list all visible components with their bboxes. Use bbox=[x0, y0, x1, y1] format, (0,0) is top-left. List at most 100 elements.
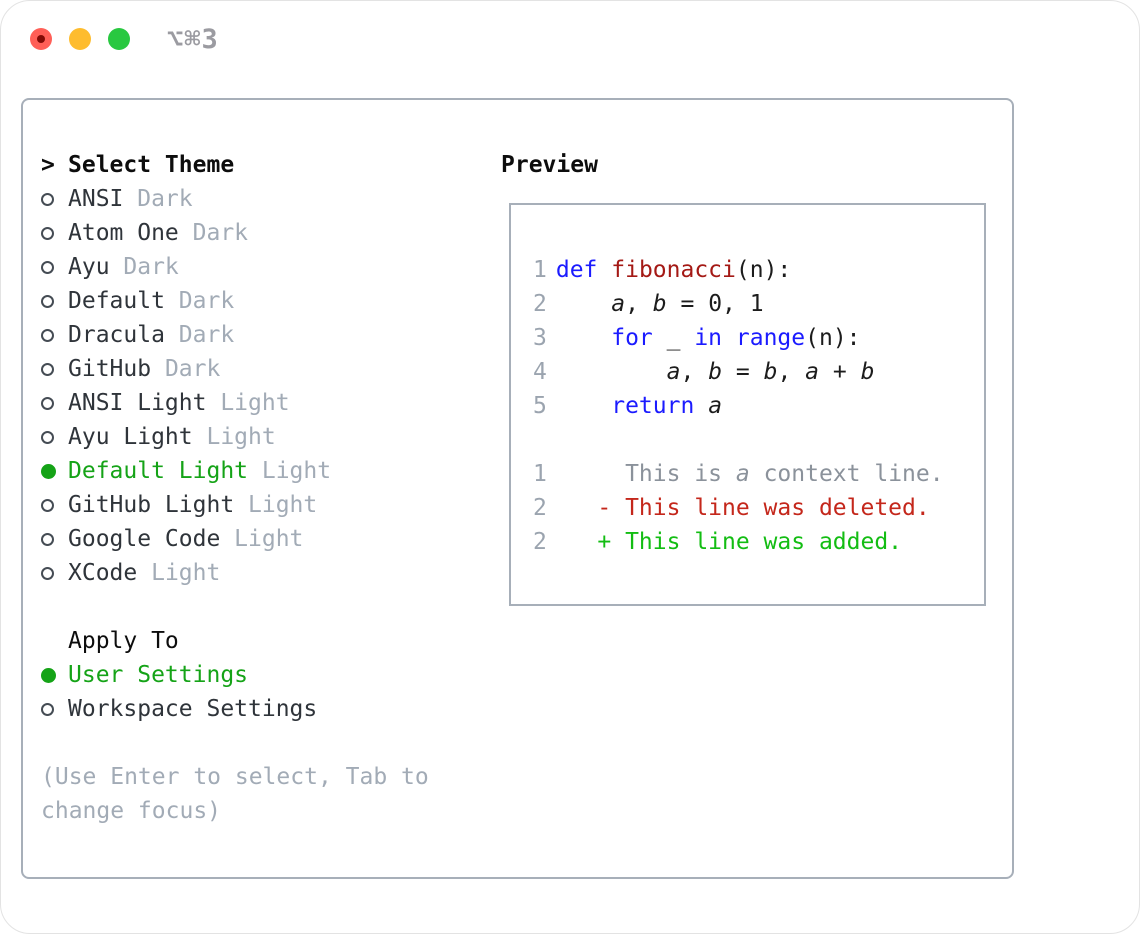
code-text: for _ in range(n): bbox=[556, 325, 861, 351]
code-token: range bbox=[735, 325, 806, 351]
code-line: 1 def fibonacci(n): bbox=[533, 253, 984, 287]
theme-variant: Light bbox=[248, 492, 318, 518]
radio-column bbox=[41, 396, 68, 410]
code-token: = 0, 1 bbox=[666, 291, 764, 317]
code-line: 1 This is a context line. bbox=[533, 457, 984, 491]
theme-name: Atom One bbox=[68, 220, 179, 246]
theme-name: ANSI Light bbox=[68, 390, 207, 416]
window-shortcut-label: ⌥⌘3 bbox=[167, 24, 219, 55]
code-token: def bbox=[555, 257, 598, 283]
theme-variant: Light bbox=[220, 390, 290, 416]
hint-text: (Use Enter to select, Tab to change focu… bbox=[41, 764, 429, 824]
theme-variant: Light bbox=[261, 458, 332, 484]
radio-column bbox=[41, 260, 68, 274]
radio-icon bbox=[41, 294, 54, 308]
line-number: 1 bbox=[533, 257, 547, 283]
code-token: (n): bbox=[735, 257, 792, 283]
radio-selected-icon bbox=[41, 463, 56, 479]
code-text: This is a context line. bbox=[556, 461, 944, 487]
code-token: - This line was deleted. bbox=[555, 495, 930, 521]
code-token bbox=[597, 257, 611, 283]
radio-column bbox=[41, 566, 68, 580]
code-text: - This line was deleted. bbox=[555, 495, 930, 521]
code-token: b bbox=[763, 359, 778, 385]
theme-variant: Dark bbox=[178, 322, 235, 348]
radio-column bbox=[41, 430, 68, 444]
code-token: , bbox=[777, 359, 806, 385]
theme-item[interactable]: Default Light Light bbox=[41, 454, 501, 488]
code-token: , bbox=[680, 359, 709, 385]
theme-variant: Dark bbox=[192, 220, 249, 246]
theme-list-title: Select Theme bbox=[68, 152, 235, 178]
code-token bbox=[694, 393, 708, 419]
radio-icon bbox=[41, 192, 54, 206]
theme-name: XCode bbox=[68, 560, 138, 586]
theme-variant: Light bbox=[206, 424, 276, 450]
code-token: (n): bbox=[805, 325, 861, 351]
apply-option-label: User Settings bbox=[68, 662, 249, 688]
minimize-button-icon[interactable] bbox=[69, 28, 91, 50]
radio-column bbox=[41, 463, 68, 479]
code-token: = bbox=[722, 359, 764, 385]
theme-name: Dracula bbox=[68, 322, 165, 348]
theme-name: Default bbox=[68, 288, 165, 314]
radio-column bbox=[41, 328, 68, 342]
radio-icon bbox=[41, 226, 54, 240]
line-number: 1 bbox=[533, 461, 547, 487]
theme-item[interactable]: Dracula Dark bbox=[41, 318, 501, 352]
zoom-button-icon[interactable] bbox=[108, 28, 130, 50]
theme-name: Default Light bbox=[68, 458, 249, 484]
radio-column bbox=[41, 498, 68, 512]
theme-variant: Dark bbox=[137, 186, 193, 212]
radio-icon bbox=[41, 430, 54, 444]
code-token bbox=[556, 291, 611, 317]
line-number: 2 bbox=[533, 291, 547, 317]
radio-icon bbox=[41, 498, 54, 512]
radio-column bbox=[41, 667, 68, 683]
radio-icon bbox=[41, 566, 54, 580]
code-token bbox=[556, 325, 611, 351]
preview-title: Preview bbox=[501, 152, 598, 178]
code-line: 5 return a bbox=[533, 389, 984, 423]
code-token: This is bbox=[555, 461, 736, 487]
code-token: a bbox=[805, 359, 820, 385]
code-text: def fibonacci(n): bbox=[556, 257, 791, 283]
theme-item[interactable]: Atom One Dark bbox=[41, 216, 501, 250]
radio-column bbox=[41, 362, 68, 376]
apply-option[interactable]: User Settings bbox=[41, 658, 501, 692]
titlebar: ⌥⌘3 bbox=[1, 1, 1139, 98]
radio-icon bbox=[41, 260, 54, 274]
theme-item[interactable]: ANSI Light Light bbox=[41, 386, 501, 420]
radio-icon bbox=[41, 532, 54, 546]
theme-name: Google Code bbox=[68, 526, 221, 552]
radio-icon bbox=[41, 702, 54, 716]
theme-variant: Light bbox=[234, 526, 304, 552]
code-token: fibonacci bbox=[611, 257, 736, 283]
radio-column bbox=[41, 192, 68, 206]
theme-item[interactable]: Google Code Light bbox=[41, 522, 501, 556]
theme-variant: Light bbox=[151, 560, 221, 586]
theme-item[interactable]: XCode Light bbox=[41, 556, 501, 590]
code-token: , bbox=[625, 291, 653, 317]
code-token: _ bbox=[652, 325, 695, 351]
apply-option[interactable]: Workspace Settings bbox=[41, 692, 501, 726]
code-line: 2 a, b = 0, 1 bbox=[533, 287, 984, 321]
code-token bbox=[556, 359, 667, 385]
code-token: return bbox=[611, 393, 695, 419]
line-number: 2 bbox=[533, 529, 547, 555]
radio-column bbox=[41, 702, 68, 716]
line-number: 5 bbox=[533, 393, 547, 419]
code-token: a bbox=[666, 359, 681, 385]
code-line: 3 for _ in range(n): bbox=[533, 321, 984, 355]
close-button-icon[interactable] bbox=[30, 28, 52, 50]
theme-variant: Dark bbox=[123, 254, 179, 280]
